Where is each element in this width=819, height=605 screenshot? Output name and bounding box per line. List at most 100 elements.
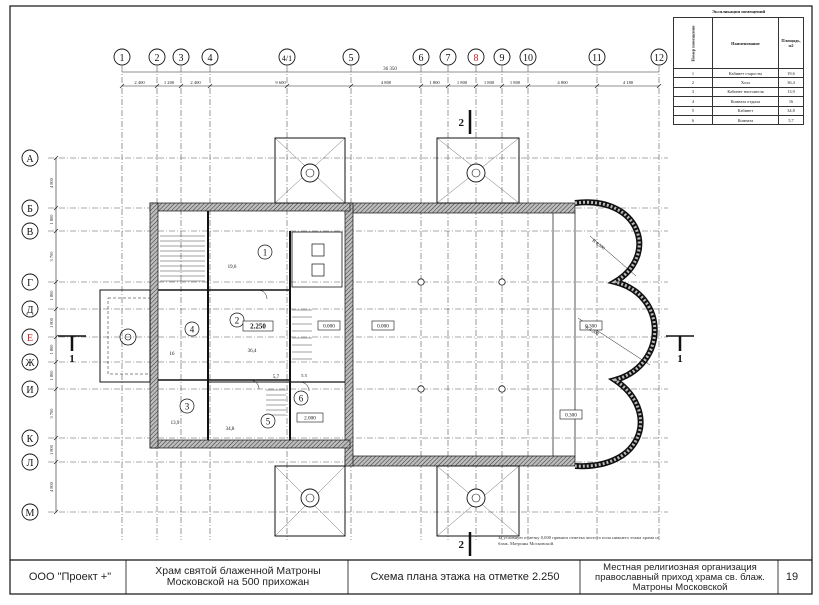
row-label-7: И: [26, 385, 33, 396]
dim-tick-col-9: [499, 83, 505, 89]
section-mark-label-0: 1: [69, 353, 75, 365]
schedule-header-number: Номер помещения: [673, 17, 713, 69]
room-schedule-name: Кабинет: [711, 105, 780, 116]
door-arc-2: [299, 381, 310, 392]
room-schedule-number: 4: [673, 96, 713, 107]
column-label-2: 2: [155, 53, 160, 64]
row-bubble-5: [21, 328, 39, 346]
row-label-10: М: [26, 508, 35, 519]
row-label-9: Л: [27, 458, 34, 469]
radius-mark-1: R 4.200: [585, 325, 601, 337]
room-number-6: 6: [299, 394, 304, 404]
elevator-shaft-2: [311, 263, 325, 277]
level-mark-4: 0.300: [565, 413, 577, 419]
level-mark-1: 0.000: [323, 324, 335, 330]
radius-leader-0: [589, 235, 637, 277]
column-label-1: 1: [120, 53, 125, 64]
room-number-circle-2: [229, 312, 245, 328]
column-label-4/1: 4/1: [282, 54, 292, 63]
column-label-9: 9: [500, 53, 505, 64]
room-schedule-area: 16: [778, 96, 804, 107]
column-dimension-8: 1 800: [510, 80, 521, 85]
hall-west-wall: [344, 202, 354, 467]
dim-tick-col-11: [594, 83, 600, 89]
overall-dimension-text: 36 350: [383, 67, 397, 72]
column-dimension-7: 1 800: [484, 80, 495, 85]
level-mark-box-1: [317, 320, 341, 331]
room-schedule-area: 5,7: [778, 114, 804, 126]
row-label-6: Ж: [26, 358, 35, 369]
dim-tick-row-6: [53, 359, 59, 365]
column-bubble-7: [439, 48, 457, 66]
column-bubble-2: [148, 48, 166, 66]
level-mark-box-0: [242, 320, 274, 332]
room-schedule: Экспликация помещений Номер помещения На…: [673, 7, 804, 128]
row-bubble-10: [21, 503, 39, 521]
title-block-sheet-number: 19: [785, 571, 799, 584]
room-schedule-name: Комната: [711, 114, 780, 126]
row-label-2: В: [27, 227, 34, 238]
room-schedule-area: 13,9: [778, 86, 804, 98]
room-schedule-name: Кабинет старосты: [711, 67, 780, 79]
annex-west-wall: [149, 202, 159, 449]
row-dimension-0: 4 800: [49, 177, 54, 188]
apse-wall-hatch: [574, 200, 657, 468]
room-area-3: 13,9: [171, 421, 180, 426]
elevator-shaft-1: [311, 243, 325, 257]
column-label-6: 6: [419, 53, 424, 64]
dim-tick-col-0: [119, 83, 125, 89]
room-schedule-area: 36,4: [778, 77, 804, 88]
row-bubble-7: [21, 380, 39, 398]
room-number-5: 5: [266, 417, 271, 427]
row-bubble-8: [21, 429, 39, 447]
apse-wall: [574, 199, 658, 470]
title-block-project-title: Храм святой блаженной Матроны Московской…: [155, 564, 321, 588]
column-label-3: 3: [179, 53, 184, 64]
column-dimension-6: 1 800: [457, 80, 468, 85]
level-mark-0: 2.250: [250, 323, 266, 331]
room-number-circle-6: [293, 390, 309, 406]
row-label-3: Г: [27, 278, 33, 289]
level-mark-box-3: [579, 320, 603, 331]
room-schedule-number: 1: [673, 67, 713, 79]
room-schedule-name: Кабинет настоятеля: [711, 86, 780, 98]
column-bubble-4/1: [278, 48, 296, 66]
dim-tick-row-0: [53, 155, 59, 161]
room-schedule-caption: Экспликация помещений: [711, 9, 766, 14]
door-arc-1: [249, 379, 260, 390]
column-bubble-3: [172, 48, 190, 66]
row-label-0: А: [26, 154, 34, 165]
dim-tick-row-1: [53, 205, 59, 211]
hall-column-1: [417, 385, 425, 393]
dim-tick-col-4: [284, 83, 290, 89]
column-label-10: 10: [523, 53, 533, 64]
section-mark-label-1: 1: [677, 353, 683, 365]
room-schedule-number: 3: [673, 86, 713, 98]
dim-tick-row-5: [53, 334, 59, 340]
column-dimension-1: 1 200: [164, 80, 175, 85]
room-number-circle-5: [260, 413, 276, 429]
column-dimension-2: 2 400: [190, 80, 201, 85]
hall-south-wall: [344, 455, 576, 467]
level-mark-5: 2.000: [304, 416, 316, 422]
row-label-1: Б: [27, 204, 33, 215]
stair-area-label: 5.5: [301, 373, 307, 378]
room-schedule-number: 6: [673, 114, 713, 126]
column-label-4: 4: [208, 53, 213, 64]
porch-column-0: [300, 163, 320, 183]
dim-tick-col-8: [473, 83, 479, 89]
title-block-organization: ООО "Проект +": [28, 571, 112, 584]
column-label-7: 7: [446, 53, 451, 64]
room-schedule-area: 34,8: [778, 105, 804, 116]
elevator-core: [291, 231, 343, 288]
dim-tick-row-8: [53, 435, 59, 441]
row-dimension-9: 4 800: [49, 481, 54, 492]
